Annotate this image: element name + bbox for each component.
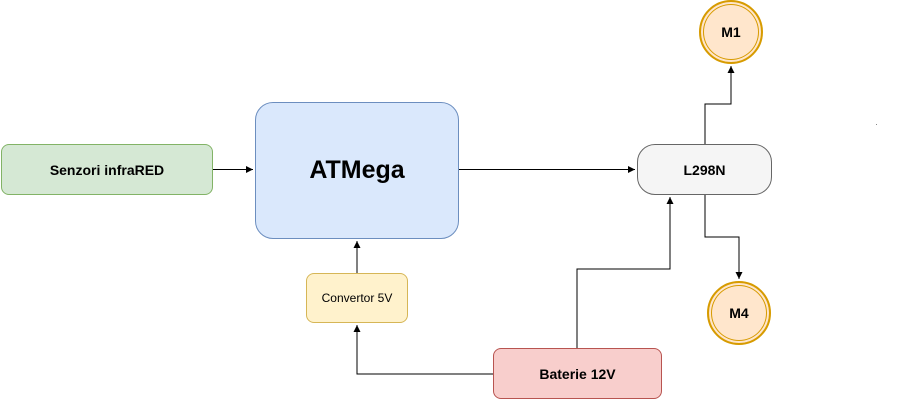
motor-m1-node: M1 [699, 0, 763, 64]
edge-driver-to-m1 [704, 66, 735, 144]
convertor-label: Convertor 5V [321, 291, 393, 305]
driver-node: L298N [637, 144, 772, 195]
motor-m1-label: M1 [721, 24, 741, 40]
atmega-node: ATMega [255, 102, 459, 239]
sensors-label: Senzori infraRED [49, 161, 165, 178]
battery-label: Baterie 12V [539, 365, 616, 382]
edge-driver-to-m4 [704, 195, 743, 279]
driver-label: L298N [683, 161, 726, 178]
sensors-node: Senzori infraRED [1, 144, 213, 195]
battery-node: Baterie 12V [493, 348, 662, 399]
stray-dot [876, 124, 877, 125]
motor-m4-node: M4 [707, 281, 771, 345]
edge-battery-to-driver [576, 197, 674, 348]
motor-m4-label: M4 [729, 305, 749, 321]
convertor-node: Convertor 5V [306, 273, 408, 323]
edge-battery-to-convertor [353, 325, 493, 375]
atmega-label: ATMega [309, 156, 405, 184]
